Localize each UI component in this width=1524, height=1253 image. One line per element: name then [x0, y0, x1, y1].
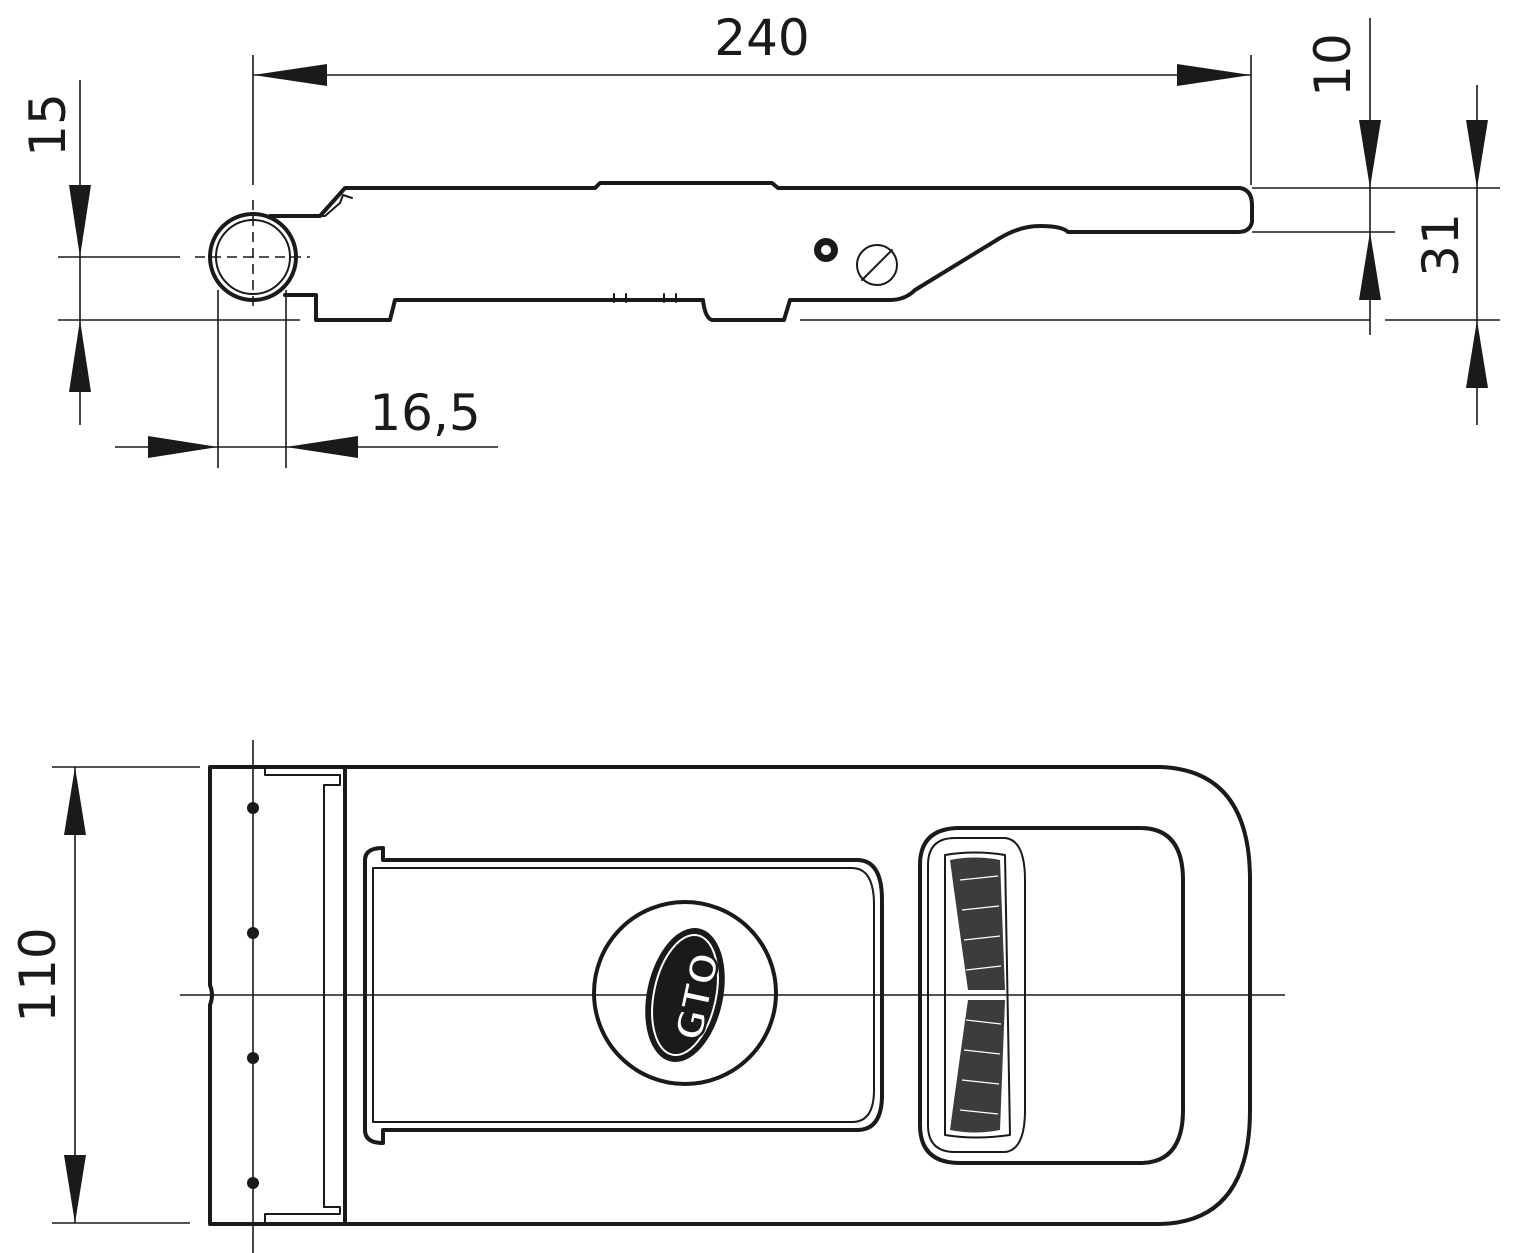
gto-logo-icon [645, 928, 725, 1062]
dimension-15-label: 15 [19, 93, 77, 157]
dimension-240: 240 [252, 9, 1252, 185]
dimension-16-5-label: 16,5 [369, 384, 480, 442]
latch-body-top [208, 765, 1252, 1226]
top-view: 110 GTO [9, 740, 1285, 1253]
lock-cylinder: GTO [592, 900, 778, 1086]
dimension-16-5: 16,5 [115, 290, 498, 468]
dimension-110-label: 110 [9, 927, 67, 1022]
handle-recess [918, 826, 1185, 1165]
dimension-10: 10 [1252, 18, 1500, 335]
screw-head-icon [856, 244, 898, 286]
dimension-240-label: 240 [714, 9, 809, 67]
hinge-strip [247, 765, 347, 1226]
pivot-hinge [195, 200, 310, 310]
dimension-110: 110 [9, 766, 200, 1224]
side-view: 240 15 16,5 10 [19, 9, 1500, 468]
latch-body-side [268, 181, 1254, 322]
dimension-15: 15 [19, 80, 300, 425]
grip-texture [944, 851, 1011, 1139]
dimension-31-label: 31 [1412, 213, 1470, 277]
inner-plate [363, 846, 884, 1145]
dimension-10-label: 10 [1304, 33, 1362, 97]
dimension-31: 31 [1385, 85, 1500, 425]
